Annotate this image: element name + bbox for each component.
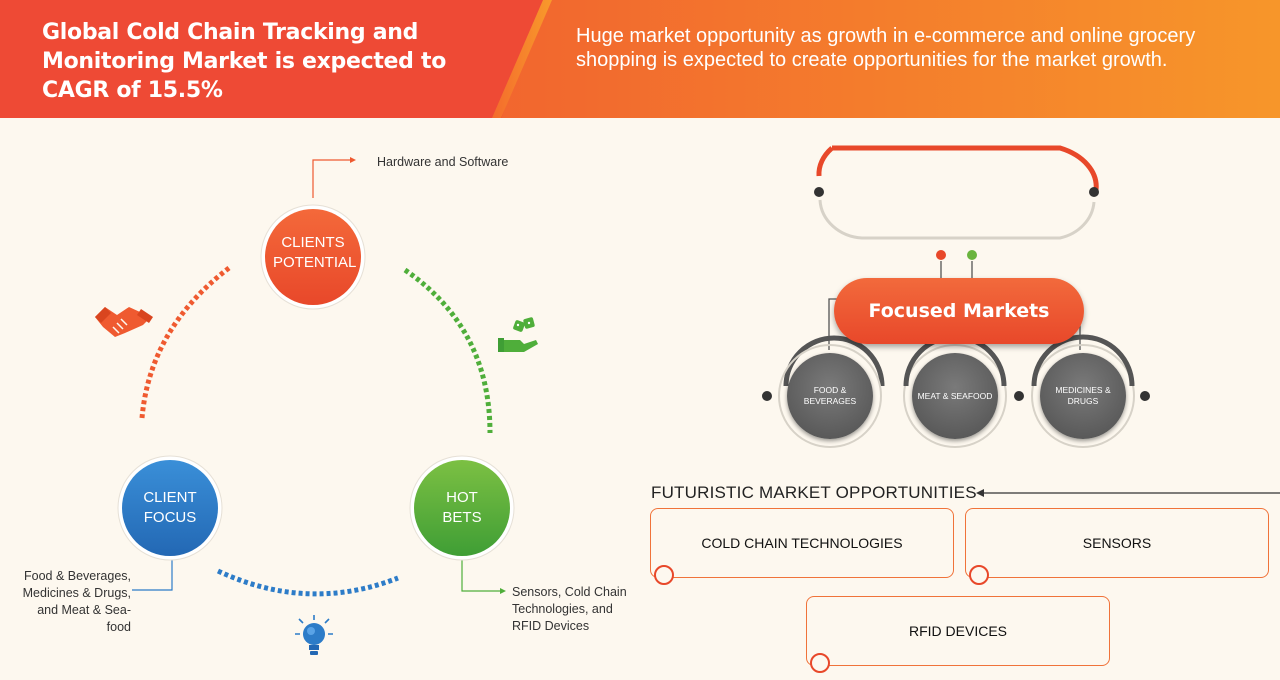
header-left-panel [0,0,545,118]
hot-bets-label: HOT BETS [442,489,482,526]
connector-hot-bets [461,558,500,592]
food-beverages-frame [762,335,885,448]
arc-blue-dashed [216,568,399,597]
market-medicines-drugs-label: MEDICINES & DRUGS [1055,385,1111,406]
focused-markets-pill: Focused Markets [834,278,1084,344]
arc-orange-dashed [139,266,231,419]
connector-clients-potential [312,159,350,198]
futuristic-title: FUTURISTIC MARKET OPPORTUNITIES [651,483,977,502]
opportunity-box-cold-chain: COLD CHAIN TECHNOLOGIES [650,508,954,585]
page-title: Global Cold Chain Tracking and Monitorin… [42,20,447,103]
client-focus-annotation: Food & Beverages, Medicines & Drugs, and… [22,569,131,634]
client-focus-label: CLIENT FOCUS [143,489,197,526]
ring-icon [654,565,674,585]
tree-dot-red [936,250,946,260]
dice-hand-icon [498,317,538,352]
focused-markets-bottom-arc [818,199,1096,240]
focused-markets-dot-left [814,187,824,197]
lightbulb-icon [295,615,333,655]
ring-icon [810,653,830,673]
clients-potential-annotation: Hardware and Software [377,155,509,169]
opportunity-cold-chain-label: COLD CHAIN TECHNOLOGIES [701,535,903,551]
medicines-drugs-frame [1031,334,1150,448]
opportunity-rfid-label: RFID DEVICES [908,623,1007,639]
connector-arrow-green [500,588,506,594]
market-food-beverages: FOOD & BEVERAGES [787,353,873,439]
content-area: CLIENTS POTENTIAL CLIENT FOCUS HOT BETS … [0,118,1280,680]
focused-markets-dot-right [1089,187,1099,197]
focused-markets-top-arc [832,145,1099,191]
opportunity-sensors-label: SENSORS [1082,535,1152,551]
graphics-layer [95,145,1280,655]
header-banner: Global Cold Chain Tracking and Monitorin… [0,0,1280,118]
connector-client-focus [132,558,173,591]
hot-bets-circle [414,460,510,556]
arc-green-dashed [403,267,493,434]
ring-icon [969,565,989,585]
hot-bets-annotation: Sensors, Cold Chain Technologies, and RF… [512,585,627,633]
market-medicines-drugs: MEDICINES & DRUGS [1040,353,1126,439]
page-subtitle: Huge market opportunity as growth in e-c… [576,25,1196,71]
opportunity-box-sensors: SENSORS [965,508,1269,585]
market-meat-seafood-label: MEAT & SEAFOOD [917,390,993,401]
handshake-icon [95,307,153,337]
tree-dot-green [967,250,977,260]
futuristic-arrow-head [976,489,984,497]
clients-potential-circle [265,209,361,305]
market-food-beverages-label: FOOD & BEVERAGES [803,385,857,406]
clients-potential-label: CLIENTS POTENTIAL [273,234,357,271]
market-meat-seafood: MEAT & SEAFOOD [912,353,998,439]
focused-markets-top-arc-left [816,146,834,177]
client-focus-circle [122,460,218,556]
focused-markets-title: Focused Markets [868,300,1050,322]
connector-arrow-orange [350,157,356,163]
opportunity-box-rfid: RFID DEVICES [806,596,1110,673]
